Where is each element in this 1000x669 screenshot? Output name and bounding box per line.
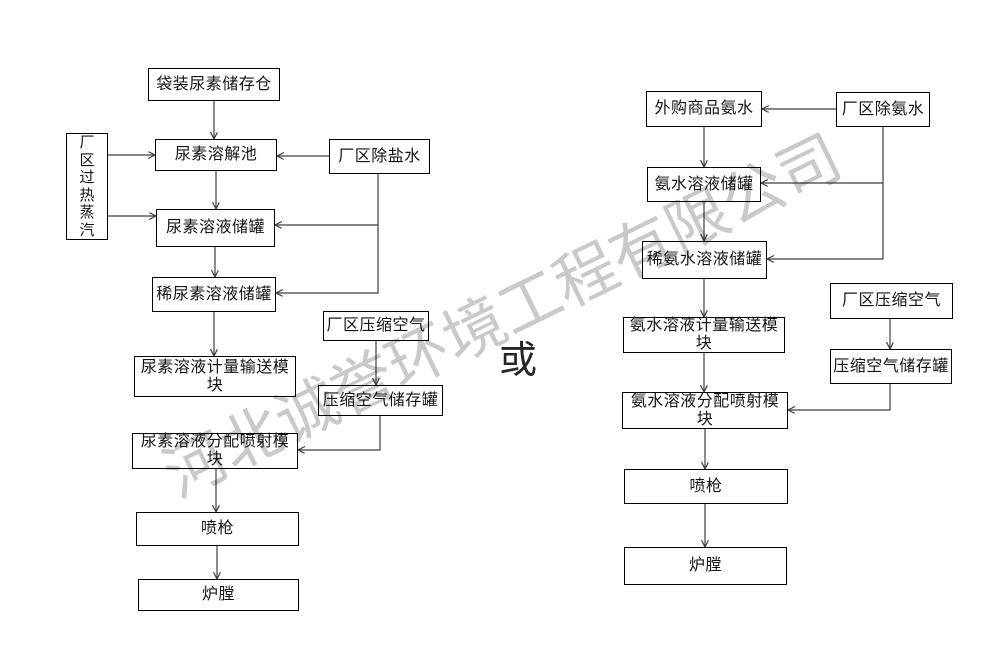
node-ammonia-injection-module: 氨水溶液分配喷射模块 xyxy=(622,392,788,429)
node-purchased-ammonia: 外购商品氨水 xyxy=(646,91,762,127)
arrow-plant-to-dilute xyxy=(767,183,884,259)
node-plant-compressed-air-right: 厂区压缩空气 xyxy=(830,283,953,319)
node-spray-gun-left: 喷枪 xyxy=(136,512,299,546)
node-ammonia-solution-tank: 氨水溶液储罐 xyxy=(647,167,761,202)
arrow-desalt-to-tank xyxy=(275,174,379,225)
node-plant-superheated-steam: 厂区过热蒸汽 xyxy=(66,133,108,240)
node-urea-metering-module: 尿素溶液计量输送模块 xyxy=(134,356,296,397)
node-plant-compressed-air-left: 厂区压缩空气 xyxy=(323,311,429,341)
node-compressed-air-tank-right: 压缩空气储存罐 xyxy=(830,349,952,384)
node-plant-desalted-water: 厂区除盐水 xyxy=(329,139,430,174)
node-urea-dissolving-pool: 尿素溶解池 xyxy=(155,139,277,171)
node-dilute-ammonia-solution-tank: 稀氨水溶液储罐 xyxy=(642,241,767,279)
node-compressed-air-tank-left: 压缩空气储存罐 xyxy=(318,385,443,416)
node-bag-urea-storage: 袋装尿素储存仓 xyxy=(148,68,280,101)
node-dilute-urea-solution-tank: 稀尿素溶液储罐 xyxy=(152,277,276,312)
or-label: 或 xyxy=(499,340,538,382)
node-ammonia-metering-module: 氨水溶液计量输送模块 xyxy=(623,317,785,353)
arrow-plant-to-tank xyxy=(761,127,884,183)
node-urea-injection-module: 尿素溶液分配喷射模块 xyxy=(132,433,298,469)
node-furnace-left: 炉膛 xyxy=(138,579,299,611)
node-furnace-right: 炉膛 xyxy=(624,547,787,585)
node-plant-ammonia-water: 厂区除氨水 xyxy=(836,92,930,127)
arrow-airtank-to-injection-left xyxy=(298,416,381,450)
node-urea-solution-tank: 尿素溶液储罐 xyxy=(156,209,275,247)
arrow-desalt-to-dilute xyxy=(276,225,379,293)
arrow-airtank-to-injection-right xyxy=(788,384,891,410)
node-spray-gun-right: 喷枪 xyxy=(624,469,788,504)
